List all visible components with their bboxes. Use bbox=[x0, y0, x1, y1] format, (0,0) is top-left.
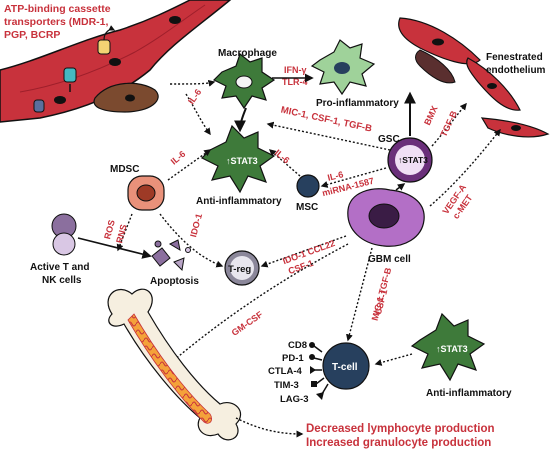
macrophage-cell bbox=[212, 52, 276, 110]
gsc-to-msc-arrow bbox=[320, 167, 387, 188]
endothelial-nucleus bbox=[169, 16, 181, 24]
endothelial-nucleus bbox=[125, 94, 135, 102]
t-reg-label: T-reg bbox=[228, 264, 251, 275]
il6-mdsc-arrow bbox=[167, 149, 212, 181]
tim3-label: TIM-3 bbox=[274, 380, 299, 391]
gbm-cell bbox=[347, 188, 425, 247]
abc-transporter-icon bbox=[97, 25, 116, 55]
ido1-mdsc-arrow bbox=[159, 213, 224, 268]
il6-msc-label: IL-6 bbox=[273, 148, 292, 166]
vessel-lumen bbox=[19, 4, 206, 93]
stat3-gsc-label: ↑STAT3 bbox=[398, 155, 428, 165]
tgfb-endothelium-arrow bbox=[431, 102, 467, 147]
vessel-to-macrophage-arrow bbox=[169, 79, 216, 87]
tgfb-gsc-label: TGF-B bbox=[438, 109, 459, 139]
mdsc-label: MDSC bbox=[110, 164, 139, 175]
apoptosis-label: Apoptosis bbox=[150, 276, 199, 287]
glioma-stem-cell bbox=[387, 137, 433, 183]
mdsc-cell bbox=[127, 175, 165, 211]
lag3-label: LAG-3 bbox=[280, 394, 309, 405]
il6-vessel-arrow bbox=[185, 93, 211, 136]
csf1-tcell-label: CSF-1 bbox=[373, 288, 389, 316]
blood-vessel bbox=[0, 0, 232, 123]
t-reg-cell bbox=[224, 250, 260, 286]
il6-mirna-label: IL-6 bbox=[326, 169, 344, 183]
rns-label: RNS bbox=[114, 223, 129, 244]
vegf-arrow bbox=[429, 128, 501, 207]
anti-inflammatory-2-label: Anti-inflammatory bbox=[426, 388, 512, 399]
endothelial-nucleus bbox=[54, 96, 66, 104]
gsc-label: GSC bbox=[378, 134, 400, 145]
tlr4-label: TLR-4 bbox=[282, 77, 308, 87]
active-t-nk-cells bbox=[51, 213, 77, 256]
fenestrated-endothelium bbox=[398, 17, 550, 138]
pro-inflammatory-macrophage bbox=[310, 39, 376, 96]
checkpoint-receptors bbox=[309, 342, 329, 400]
active-tnk-label: Active T and NK cells bbox=[30, 262, 92, 286]
gsc-to-macrophage-arrow bbox=[266, 121, 391, 151]
cd8-label: CD8 bbox=[288, 340, 307, 351]
anti-to-tcell-arrow bbox=[374, 353, 413, 366]
ifn-gamma-label: IFN-γ bbox=[284, 65, 307, 75]
stat3-anti-label: ↑STAT3 bbox=[436, 344, 468, 354]
anti-inflammatory-macrophage-2 bbox=[410, 312, 486, 382]
ros-rns-arrow bbox=[116, 213, 133, 252]
anti-inflammatory-label: Anti-inflammatory bbox=[196, 196, 282, 207]
bone-marrow bbox=[107, 288, 242, 441]
t-cell-label: T-cell bbox=[332, 362, 358, 373]
increased-granulocyte-label: Increased granulocyte production bbox=[306, 437, 491, 449]
abc-transporter-icon bbox=[63, 67, 77, 92]
mesenchymal-stem-cell bbox=[296, 174, 320, 198]
fenestrated-endothelium-label: Fenestrated endothelium bbox=[486, 52, 546, 76]
ros-label: ROS bbox=[102, 219, 117, 240]
il6-mdsc-label: IL-6 bbox=[169, 149, 188, 167]
gbm-cell-label: GBM cell bbox=[368, 254, 411, 265]
abc-transporter-icon bbox=[33, 99, 45, 113]
endothelial-nucleus bbox=[109, 58, 121, 66]
bone-output-arrow bbox=[235, 417, 304, 438]
il6-msc-arrow bbox=[268, 149, 301, 177]
pro-inflammatory-label: Pro-inflammatory bbox=[316, 98, 399, 109]
stat3-macrophage-label: ↑STAT3 bbox=[226, 156, 258, 166]
bmx-label: BMX bbox=[422, 104, 440, 126]
transporters-label: ATP-binding cassette transporters (MDR-1… bbox=[4, 3, 114, 41]
macrophage-label: Macrophage bbox=[218, 48, 277, 59]
gm-csf-arrow bbox=[158, 243, 349, 373]
msc-label: MSC bbox=[296, 202, 318, 213]
ido1-mdsc-label: IDO-1 bbox=[188, 212, 204, 238]
il6-top-label: IL-6 bbox=[186, 87, 203, 106]
mic-csf-tgf-label: MIC-1, CSF-1, TGF-B bbox=[280, 105, 373, 135]
gbm-to-gsc-arrow bbox=[395, 183, 406, 191]
polarization-arrow bbox=[234, 107, 247, 133]
tnk-to-apoptosis-arrow bbox=[77, 237, 152, 259]
ctla4-label: CTLA-4 bbox=[268, 366, 302, 377]
t-cell bbox=[322, 342, 370, 390]
apoptosis-icon bbox=[151, 239, 191, 272]
pd1-label: PD-1 bbox=[282, 353, 304, 364]
decreased-lymphocyte-label: Decreased lymphocyte production bbox=[306, 423, 495, 435]
gbm-to-treg-arrow bbox=[260, 235, 347, 268]
